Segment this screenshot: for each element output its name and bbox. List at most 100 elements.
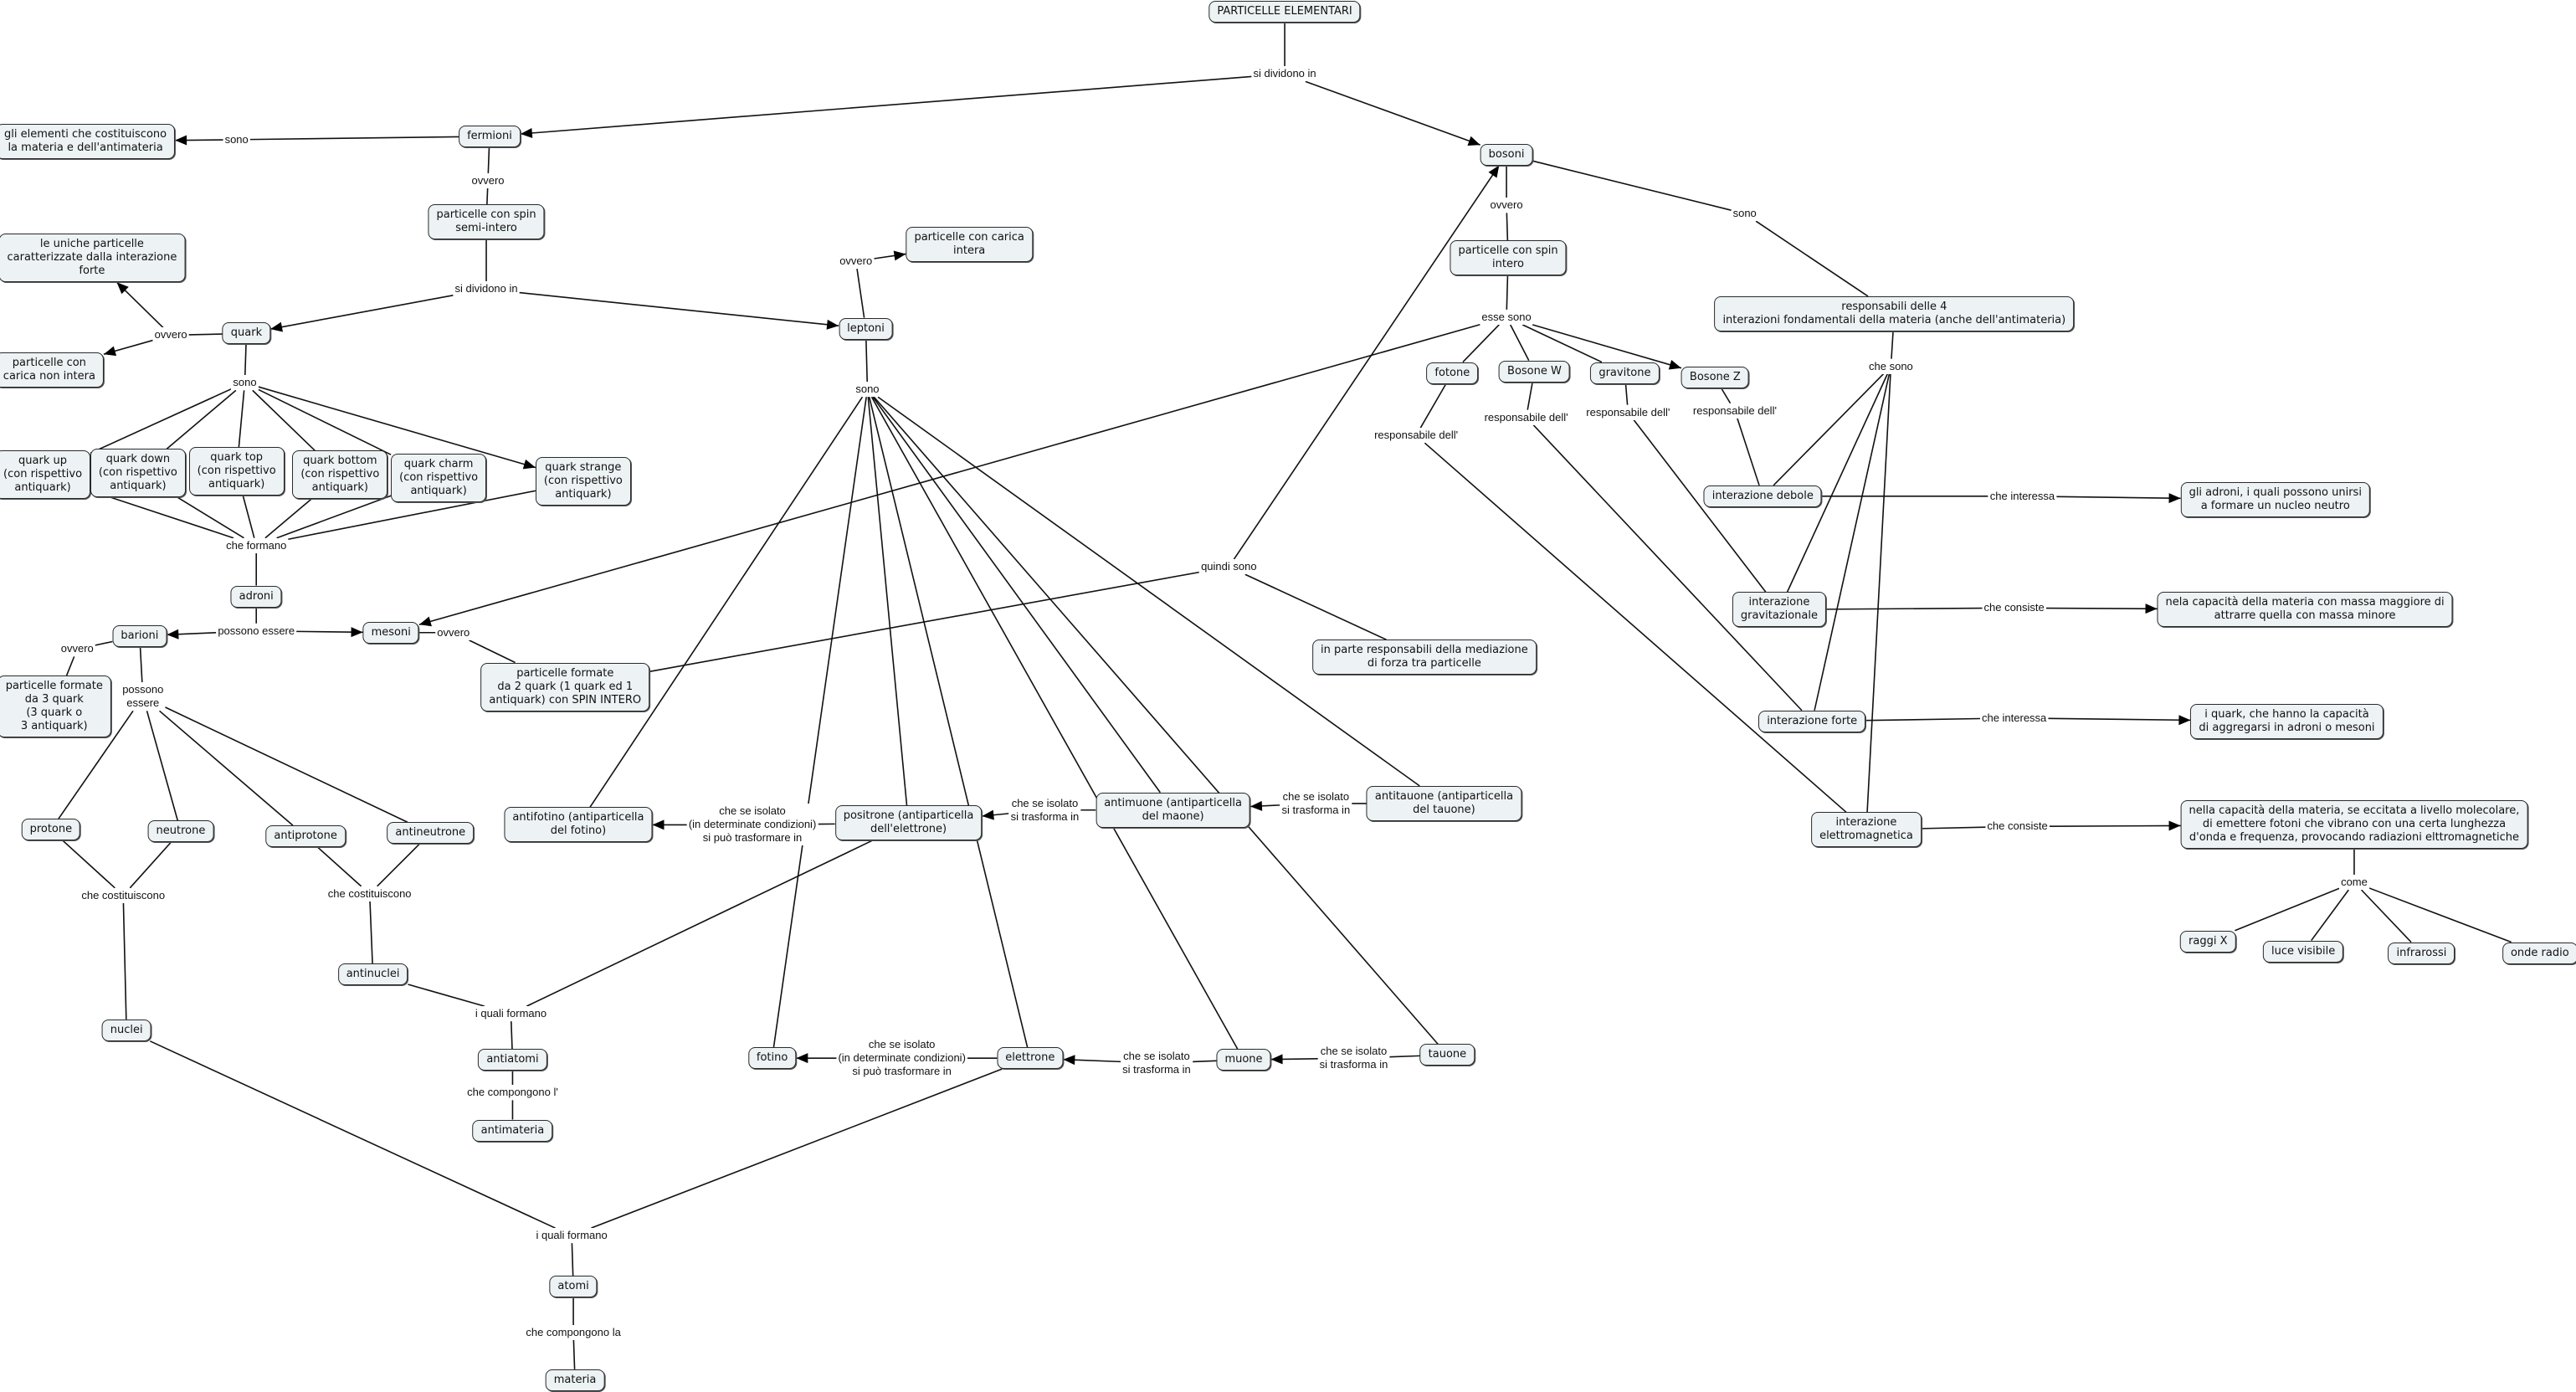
concept-parte[interactable]: in parte responsabili della mediazione d… — [1312, 639, 1537, 675]
concept-tauone[interactable]: tauone — [1419, 1044, 1475, 1066]
concept-qstrange[interactable]: quark strange (con rispettivo antiquark) — [535, 457, 631, 506]
linking-phrase[interactable]: esse sono — [1480, 309, 1533, 325]
concept-antineutrone[interactable]: antineutrone — [387, 822, 475, 845]
concept-antitauone[interactable]: antitauone (antiparticella del tauone) — [1366, 785, 1522, 821]
concept-adroniunirsi[interactable]: gli adroni, i quali possono unirsi a for… — [2180, 481, 2370, 517]
linking-phrase[interactable]: i quali formano — [473, 1006, 549, 1022]
linking-phrase[interactable]: che compongono l' — [465, 1085, 560, 1101]
concept-bosonez[interactable]: Bosone Z — [1681, 367, 1749, 389]
concept-fotino[interactable]: fotino — [747, 1047, 797, 1070]
linking-phrase[interactable]: che costituiscono — [326, 886, 413, 901]
linking-phrase[interactable]: che interessa — [1988, 488, 2057, 504]
concept-root[interactable]: PARTICELLE ELEMENTARI — [1208, 0, 1361, 23]
concept-formate2[interactable]: particelle formate da 2 quark (1 quark e… — [480, 662, 650, 711]
linking-phrase[interactable]: quindi sono — [1199, 559, 1259, 575]
concept-elettrone[interactable]: elettrone — [997, 1047, 1064, 1070]
linking-phrase[interactable]: responsabile dell' — [1373, 428, 1460, 444]
concept-debole[interactable]: interazione debole — [1703, 485, 1822, 507]
concept-elettrocap[interactable]: nella capacità della materia, se eccitat… — [2180, 800, 2528, 850]
concept-formate3[interactable]: particelle formate da 3 quark (3 quark o… — [0, 675, 111, 738]
concept-antimuone[interactable]: antimuone (antiparticella del maone) — [1096, 792, 1250, 828]
concept-qup[interactable]: quark up (con rispettivo antiquark) — [0, 450, 91, 500]
linking-phrase[interactable]: si dividono in — [1251, 66, 1318, 82]
concept-adroni[interactable]: adroni — [230, 585, 282, 608]
linking-phrase[interactable]: possono essere — [216, 623, 297, 639]
arrowhead-icon — [2168, 820, 2181, 831]
linking-phrase[interactable]: ovvero — [838, 254, 875, 270]
linking-phrase[interactable]: che sono — [1867, 358, 1915, 374]
concept-nuclei[interactable]: nuclei — [101, 1019, 151, 1041]
concept-antiatomi[interactable]: antiatomi — [478, 1049, 547, 1071]
concept-responsabili4[interactable]: responsabili delle 4 interazioni fondame… — [1714, 295, 2075, 331]
concept-bosoni[interactable]: bosoni — [1480, 143, 1533, 166]
concept-quark[interactable]: quark — [222, 322, 271, 345]
linking-phrase[interactable]: che consiste — [1982, 600, 2046, 616]
concept-caricaintera[interactable]: particelle con carica intera — [906, 227, 1033, 263]
linking-phrase[interactable]: possono essere — [121, 682, 166, 711]
concept-fermioni[interactable]: fermioni — [459, 125, 521, 147]
linking-phrase[interactable]: che se isolato si trasforma in — [1280, 788, 1352, 818]
concept-raggix[interactable]: raggi X — [2180, 930, 2236, 953]
linking-phrase[interactable]: sono — [223, 131, 250, 147]
concept-atomi[interactable]: atomi — [549, 1276, 598, 1298]
connection-line — [1462, 324, 1500, 363]
concept-onde[interactable]: onde radio — [2502, 942, 2576, 964]
linking-phrase[interactable]: responsabile dell' — [1584, 404, 1672, 420]
linking-phrase[interactable]: responsabile dell' — [1482, 409, 1570, 425]
concept-gravitone[interactable]: gravitone — [1590, 362, 1660, 384]
concept-fotone[interactable]: fotone — [1426, 362, 1479, 384]
linking-phrase[interactable]: ovvero — [152, 327, 189, 343]
linking-phrase[interactable]: sono — [1731, 206, 1758, 222]
concept-qdown[interactable]: quark down (con rispettivo antiquark) — [90, 449, 186, 498]
linking-phrase[interactable]: che formano — [224, 537, 289, 553]
concept-gli[interactable]: gli elementi che costituiscono la materi… — [0, 123, 176, 159]
linking-phrase[interactable]: che compongono la — [524, 1324, 623, 1340]
concept-antiprotone[interactable]: antiprotone — [265, 825, 346, 848]
linking-phrase[interactable]: responsabile dell' — [1691, 403, 1778, 419]
concept-qcharm[interactable]: quark charm (con rispettivo antiquark) — [391, 454, 487, 503]
linking-phrase[interactable]: ovvero — [435, 624, 472, 640]
concept-forte[interactable]: interazione forte — [1758, 710, 1866, 732]
concept-elettro[interactable]: interazione elettromagnetica — [1811, 812, 1922, 848]
concept-noninter[interactable]: particelle con carica non intera — [0, 352, 104, 388]
concept-leptoni[interactable]: leptoni — [839, 317, 893, 340]
concept-qbottom[interactable]: quark bottom (con rispettivo antiquark) — [292, 450, 388, 500]
linking-phrase[interactable]: come — [2339, 875, 2369, 891]
concept-gravit[interactable]: interazione gravitazionale — [1732, 592, 1826, 628]
concept-quarkcap[interactable]: i quark, che hanno la capacità di aggreg… — [2190, 703, 2384, 739]
linking-phrase[interactable]: che costituiscono — [80, 887, 167, 903]
concept-antimateria[interactable]: antimateria — [472, 1119, 553, 1142]
concept-spinsemi[interactable]: particelle con spin semi-intero — [428, 204, 545, 239]
connection-line — [1624, 383, 1629, 405]
concept-qtop[interactable]: quark top (con rispettivo antiquark) — [188, 447, 285, 496]
linking-phrase[interactable]: che se isolato (in determinate condizion… — [686, 804, 818, 846]
linking-phrase[interactable]: ovvero — [59, 641, 95, 657]
concept-antinuclei[interactable]: antinuclei — [337, 963, 408, 986]
concept-antifotino[interactable]: antifotino (antiparticella del fotino) — [504, 807, 653, 843]
concept-neutrone[interactable]: neutrone — [147, 820, 214, 843]
linking-phrase[interactable]: che consiste — [1985, 819, 2050, 835]
concept-positrone[interactable]: positrone (antiparticella dell'elettrone… — [834, 805, 983, 841]
concept-muone[interactable]: muone — [1216, 1049, 1271, 1071]
concept-spinintero[interactable]: particelle con spin intero — [1450, 240, 1567, 276]
linking-phrase[interactable]: che se isolato si trasforma in — [1121, 1049, 1193, 1078]
concept-protone[interactable]: protone — [21, 819, 81, 841]
linking-phrase[interactable]: sono — [231, 375, 259, 391]
linking-phrase[interactable]: che se isolato si trasforma in — [1008, 795, 1081, 824]
linking-phrase[interactable]: i quali formano — [534, 1228, 609, 1244]
linking-phrase[interactable]: ovvero — [1488, 198, 1525, 213]
concept-mesoni[interactable]: mesoni — [362, 621, 419, 644]
linking-phrase[interactable]: si dividono in — [453, 281, 520, 297]
concept-bosonew[interactable]: Bosone W — [1499, 360, 1570, 383]
linking-phrase[interactable]: che se isolato (in determinate condizion… — [836, 1037, 967, 1080]
concept-infrarossi[interactable]: infrarossi — [2388, 942, 2455, 964]
linking-phrase[interactable]: che se isolato si trasforma in — [1317, 1044, 1390, 1073]
concept-capacita[interactable]: nela capacità della materia con massa ma… — [2157, 592, 2453, 628]
concept-luce[interactable]: luce visibile — [2262, 940, 2344, 963]
linking-phrase[interactable]: ovvero — [470, 172, 506, 188]
linking-phrase[interactable]: che interessa — [1979, 710, 2049, 726]
concept-uniche[interactable]: le uniche particelle caratterizzate dall… — [0, 234, 186, 283]
concept-materia[interactable]: materia — [545, 1369, 605, 1391]
concept-barioni[interactable]: barioni — [112, 624, 167, 647]
linking-phrase[interactable]: sono — [854, 382, 881, 398]
